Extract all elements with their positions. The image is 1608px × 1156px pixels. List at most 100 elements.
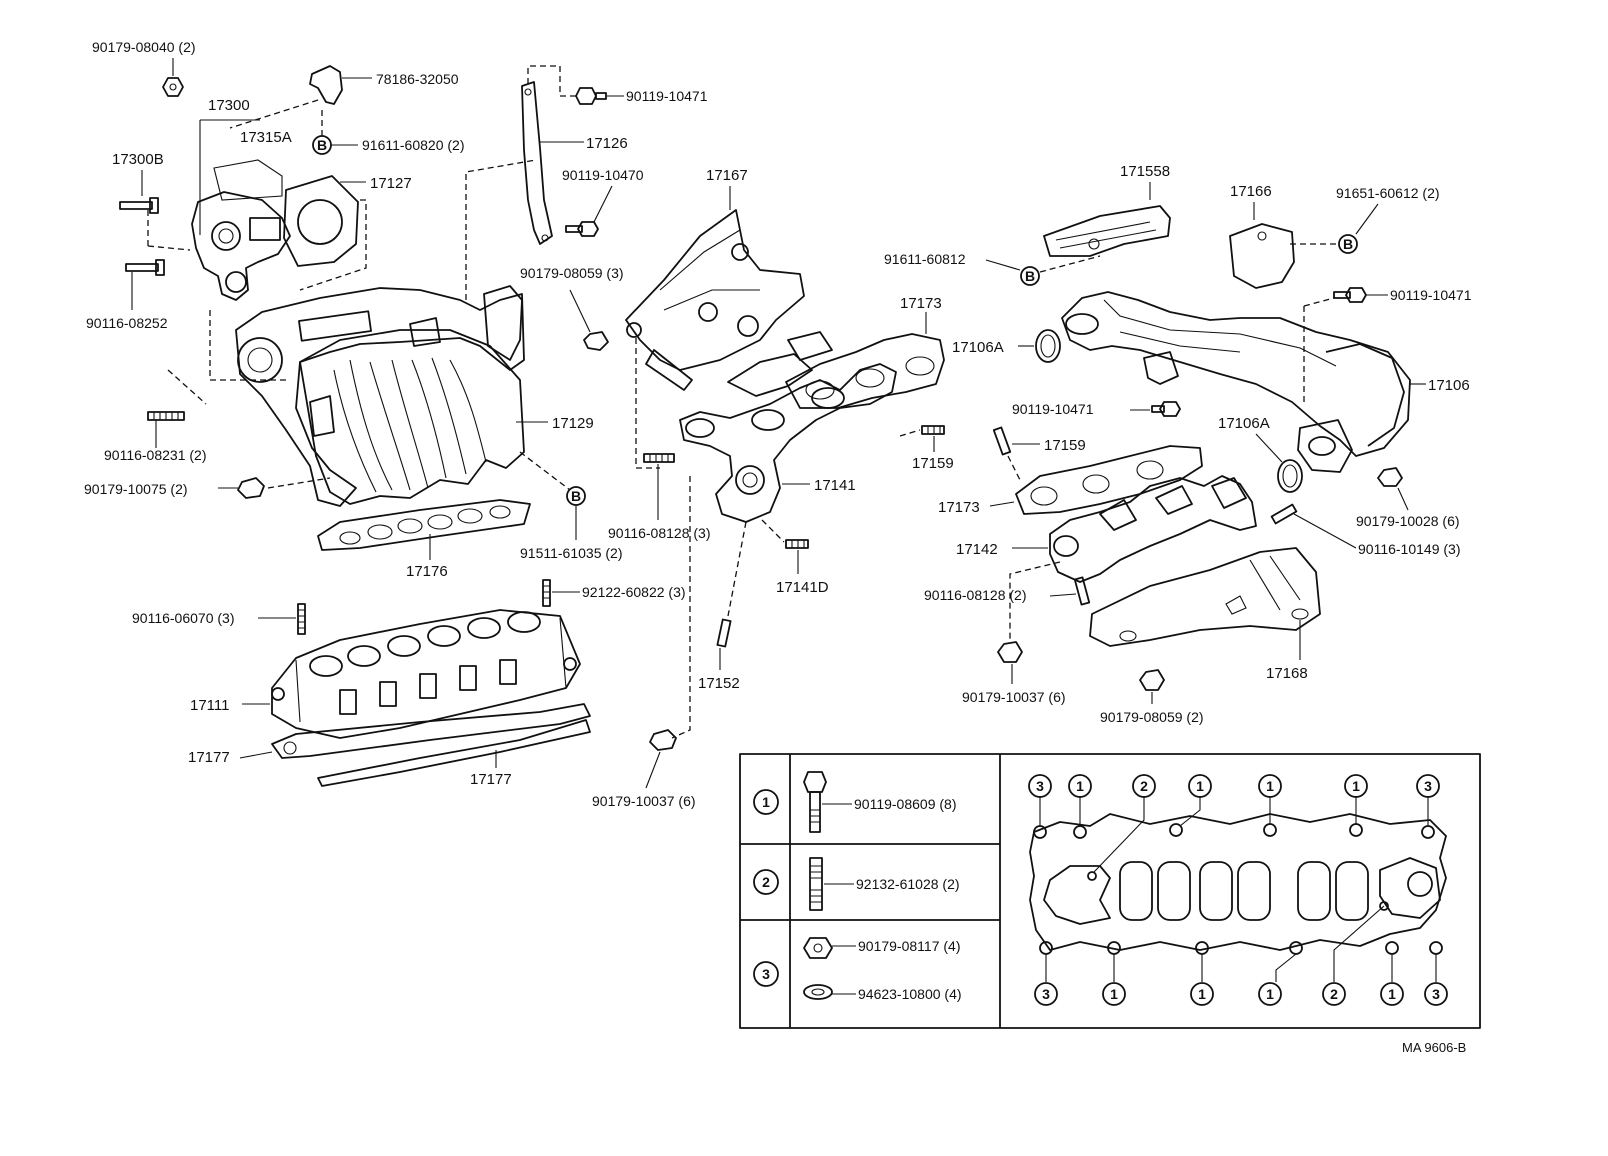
bolt-icon	[565, 221, 599, 237]
callout-90116-08252: 90116-08252	[86, 315, 168, 331]
gasket-17173	[785, 333, 945, 409]
legend-key-3: 3	[753, 961, 779, 987]
svg-text:2: 2	[1330, 986, 1338, 1002]
callout-90116-08128-3: 90116-08128 (3)	[608, 525, 710, 541]
svg-text:1: 1	[1266, 778, 1274, 794]
bracket-icon	[309, 65, 343, 105]
callout-90119-10470: 90119-10470	[562, 167, 644, 183]
washer-icon	[803, 984, 833, 1000]
nut-icon	[997, 641, 1023, 663]
heat-insulator-17166	[1229, 223, 1295, 289]
legend-part-94623-10800: 94623-10800 (4)	[858, 986, 962, 1002]
nut-icon	[1377, 467, 1403, 487]
exhaust-manifold-17142	[1049, 475, 1257, 583]
callout-91511-61035: 91511-61035 (2)	[520, 545, 622, 561]
callout-17177-left: 17177	[188, 749, 230, 766]
gasket-17177	[271, 703, 591, 787]
marker-b-icon: B	[1338, 234, 1358, 254]
callout-17159-middle: 17159	[912, 455, 954, 472]
callout-90116-10149: 90116-10149 (3)	[1358, 541, 1460, 557]
svg-text:1: 1	[1198, 986, 1206, 1002]
fastener-legend-table: 1 90119-08609 (8) 2 92132-61028 (2) 3	[739, 753, 1481, 1029]
svg-text:1: 1	[1110, 986, 1118, 1002]
callout-90179-10037-right: 90179-10037 (6)	[962, 689, 1066, 705]
stud-icon	[147, 411, 185, 421]
gasket-marker-3: 3	[1034, 982, 1058, 1006]
callout-17176: 17176	[406, 563, 448, 580]
gasket-marker-1: 1	[1068, 774, 1092, 798]
callout-90179-10075: 90179-10075 (2)	[84, 481, 188, 497]
stud-icon	[716, 618, 732, 648]
svg-text:3: 3	[1432, 986, 1440, 1002]
gasket-marker-2: 2	[1322, 982, 1346, 1006]
callout-17126: 17126	[586, 135, 628, 152]
gasket-17173	[1015, 445, 1203, 515]
gasket-marker-2: 2	[1132, 774, 1156, 798]
nut-icon	[649, 729, 677, 751]
callout-91611-60812: 91611-60812	[884, 251, 966, 267]
callout-90179-08040: 90179-08040 (2)	[92, 39, 196, 55]
bolt-icon	[803, 771, 827, 833]
legend-part-90179-08117: 90179-08117 (4)	[858, 938, 960, 954]
exhaust-pipe-17106	[1061, 291, 1411, 473]
lower-intake-manifold-17111	[271, 609, 581, 739]
callout-17106A-upper: 17106A	[952, 339, 1004, 356]
marker-b-icon: B	[566, 486, 586, 506]
callout-17300: 17300	[208, 97, 250, 114]
nut-icon	[583, 331, 609, 351]
callout-90119-10471-lower: 90119-10471	[1012, 401, 1094, 417]
svg-text:1: 1	[762, 794, 770, 810]
nut-icon	[237, 477, 265, 499]
intake-plenum-17129: 17129	[167, 159, 594, 507]
callout-90116-06070: 90116-06070 (3)	[132, 610, 234, 626]
callout-171558: 171558	[1120, 163, 1170, 180]
legend-key-1: 1	[753, 789, 779, 815]
gasket-marker-3: 3	[1416, 774, 1440, 798]
callout-92122-60822: 92122-60822 (3)	[582, 584, 686, 600]
callout-17106A-lower: 17106A	[1218, 415, 1270, 432]
svg-text:1: 1	[1266, 986, 1274, 1002]
callout-17141D: 17141D	[776, 579, 829, 596]
callout-17142: 17142	[956, 541, 998, 558]
callout-17111: 17111	[190, 697, 230, 714]
callout-90179-08059-3: 90179-08059 (3)	[520, 265, 624, 281]
stud-icon	[1073, 576, 1091, 606]
stud-icon	[809, 857, 823, 911]
callout-90116-08231: 90116-08231 (2)	[104, 447, 206, 463]
svg-text:2: 2	[762, 874, 770, 890]
gasket-marker-1: 1	[1344, 774, 1368, 798]
nut-icon	[162, 77, 184, 97]
callout-91651-60612: 91651-60612 (2)	[1336, 185, 1440, 201]
heat-insulator-171558	[1043, 205, 1171, 257]
gasket-marker-3: 3	[1028, 774, 1052, 798]
svg-text:3: 3	[762, 966, 770, 982]
callout-90179-08059-2: 90179-08059 (2)	[1100, 709, 1204, 725]
callout-17300B: 17300B	[112, 151, 164, 168]
gasket-marker-3: 3	[1424, 982, 1448, 1006]
stud-icon	[1270, 503, 1298, 525]
gasket-17176	[317, 499, 531, 551]
bolt-icon	[575, 87, 607, 105]
callout-17127: 17127	[370, 175, 412, 192]
gasket-marker-1: 1	[1258, 982, 1282, 1006]
callout-17168: 17168	[1266, 665, 1308, 682]
callout-90119-10471-top: 90119-10471	[626, 88, 708, 104]
callout-78186-32050: 78186-32050	[376, 71, 459, 87]
gasket-17127	[283, 175, 359, 267]
svg-text:3: 3	[1424, 778, 1432, 794]
gasket-bottom-markers: 3 1 1 1 2 1 3	[1034, 982, 1448, 1006]
exhaust-manifold-17141	[679, 331, 897, 523]
gasket-marker-1: 1	[1380, 982, 1404, 1006]
throttle-body	[191, 191, 291, 301]
stud-icon	[643, 453, 675, 463]
stud-icon	[542, 579, 551, 607]
stay-17126	[521, 81, 553, 245]
svg-text:3: 3	[1042, 986, 1050, 1002]
svg-text:2: 2	[1140, 778, 1148, 794]
gasket-ring-icon	[1277, 459, 1303, 493]
callout-17141: 17141	[814, 477, 856, 494]
gasket-ring-icon	[1035, 329, 1061, 363]
